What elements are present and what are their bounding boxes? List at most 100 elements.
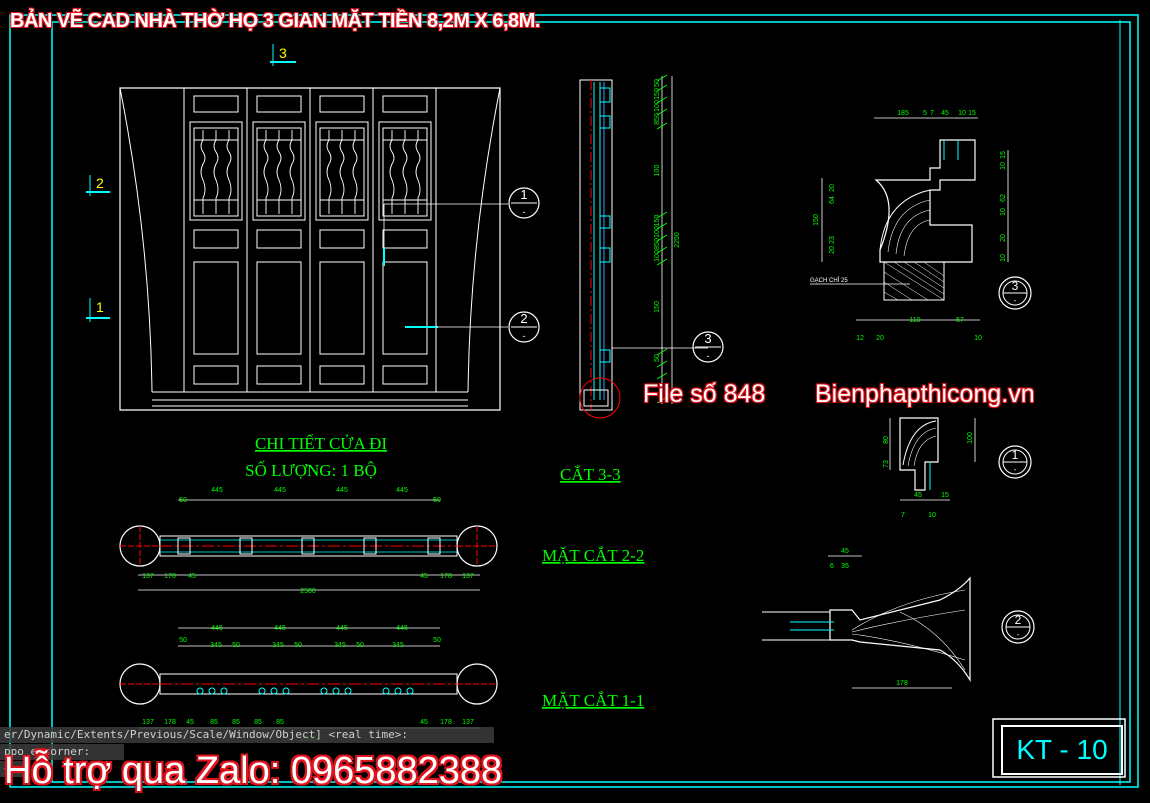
detail1-dim: 10	[928, 512, 936, 519]
plan11-dim-bottom: 45	[186, 719, 194, 726]
cut-3-3-label: CẮT 3-3	[560, 465, 621, 484]
plan11-dim-bottom: 178	[440, 719, 452, 726]
command-line-history: ppo e corner:	[0, 744, 124, 760]
bubble-detail-1[interactable]: 1 -	[998, 445, 1032, 479]
bubble-d1-num: 1	[1012, 448, 1019, 462]
plan22-dim-bottom: 178	[440, 573, 452, 580]
dim-tick	[656, 396, 668, 404]
watermark-file-number: File số 848	[643, 380, 766, 408]
detail3-dim-bottom: 10	[974, 335, 982, 342]
watermark-site: Bienphapthicong.vn	[815, 380, 1035, 408]
door-detail-title: CHI TIẾT CỬA ĐI	[255, 434, 387, 453]
plan22-dim-top: 445	[274, 487, 286, 494]
bolt-hole	[320, 687, 328, 695]
detail3-dim-top: 5	[923, 110, 927, 117]
baluster	[415, 130, 421, 214]
dim-tick	[656, 348, 668, 356]
baluster	[289, 130, 295, 214]
dim-tick	[656, 258, 668, 266]
bubble-detail-3[interactable]: 3 -	[998, 276, 1032, 310]
baluster	[402, 130, 408, 214]
bubble-detail-2[interactable]: 2 -	[1001, 610, 1035, 644]
cut-indicator-2: 2	[86, 175, 110, 196]
command-line-input[interactable]: <	[0, 761, 26, 777]
baluster	[263, 130, 269, 214]
plan11-dim-top: 50	[179, 637, 187, 644]
bolt-hole	[220, 687, 228, 695]
bubble-2[interactable]: 2 -	[508, 311, 540, 343]
section-dim-value: 150	[654, 215, 661, 227]
plan11-dim-top: 445	[211, 625, 223, 632]
plan11-dim-bottom: 45	[420, 719, 428, 726]
plan11-dim-middle: 345	[334, 642, 346, 649]
plan11-dim-middle: 345	[392, 642, 404, 649]
plan11-dim-top: 445	[336, 625, 348, 632]
plan11-dim-bottom: 85	[210, 719, 218, 726]
door-elevation	[119, 87, 508, 411]
detail3-dim-top: 7	[930, 110, 934, 117]
plan11-dim-middle: 345	[210, 642, 222, 649]
detail3-dim-bottom: 20	[876, 335, 884, 342]
detail1-dim: 3	[883, 460, 890, 464]
bubble-d3-sheet: -	[1014, 296, 1017, 305]
detail2-dim: 45	[841, 548, 849, 555]
bolt-hole	[270, 687, 278, 695]
plan11-dim-bottom: 137	[462, 719, 474, 726]
plan22-dim-top: 50	[433, 497, 441, 504]
cut-label-3: 3	[279, 45, 287, 61]
plan22-dim-bottom: 137	[462, 573, 474, 580]
detail3-dim-right: 15	[1000, 151, 1007, 159]
section-dim-value: 100	[654, 165, 661, 177]
plan11-dim-bottom: 85	[232, 719, 240, 726]
detail3-dim-left: 64	[829, 196, 836, 204]
section-dim-value: 100	[654, 226, 661, 238]
dim-tick	[656, 234, 668, 242]
section-dim-value: 150	[654, 301, 661, 313]
plan11-dim-top: 445	[396, 625, 408, 632]
dim-tick	[656, 211, 668, 219]
detail3-dim-bottom: 12	[856, 335, 864, 342]
bubble-1-num: 1	[520, 187, 527, 202]
cut-indicator-3: 3	[270, 44, 296, 66]
bolt-hole	[196, 687, 204, 695]
dim-tick	[656, 246, 668, 254]
bubble-2-sheet: -	[523, 331, 526, 341]
detail3-dim-right: 10	[1000, 254, 1007, 262]
plan11-dim-bottom: 85	[254, 719, 262, 726]
baluster	[326, 130, 332, 214]
plan11-dim-middle: 50	[232, 642, 240, 649]
baluster	[213, 130, 219, 214]
dim-tick	[656, 372, 668, 380]
detail3-dim-bottom: 57	[956, 317, 964, 324]
plan22-dim-bottom: 45	[188, 573, 196, 580]
detail3-dim-top: 15	[968, 110, 976, 117]
plan11-dim-bottom: 178	[164, 719, 176, 726]
detail3-dim-right: 10	[1000, 162, 1007, 170]
section-dim-value: 850	[654, 238, 661, 250]
detail1-dim: 45	[914, 492, 922, 499]
detail3-dim-left: 23	[829, 236, 836, 244]
command-line-prompt[interactable]: er/Dynamic/Extents/Previous/Scale/Window…	[0, 727, 494, 743]
plan11-dim-middle: 50	[356, 642, 364, 649]
plan22-dim-top: 445	[396, 487, 408, 494]
section-dim-value: 50	[654, 79, 661, 87]
cut-2-2-label: MẶT CẮT 2-2	[542, 546, 644, 565]
detail1-dim: 7	[901, 512, 905, 519]
bubble-3[interactable]: 3 -	[692, 331, 724, 363]
detail1-dim: 15	[941, 492, 949, 499]
outer-frame	[9, 14, 1139, 788]
detail3-dim-right: 10	[1000, 208, 1007, 216]
section-dim-value: 850	[654, 113, 661, 125]
bubble-1-sheet: -	[523, 207, 526, 217]
section-dim-value: 100	[654, 250, 661, 262]
baluster	[276, 130, 282, 214]
bubble-1[interactable]: 1 -	[508, 187, 540, 219]
plan22-dim-top: 445	[211, 487, 223, 494]
plan22-total-dim: 2500	[300, 588, 316, 595]
cut-label-2: 2	[96, 175, 104, 191]
baluster	[389, 130, 395, 214]
inner-frame	[51, 21, 1131, 783]
detail2-dim: 178	[896, 680, 908, 687]
